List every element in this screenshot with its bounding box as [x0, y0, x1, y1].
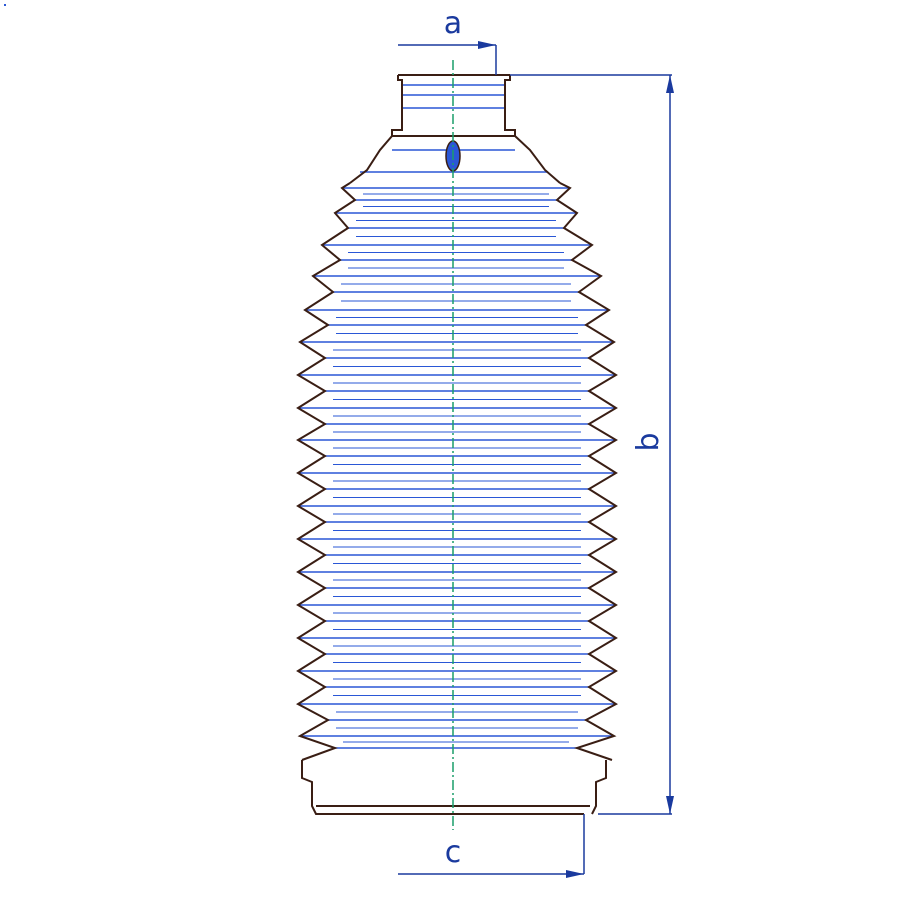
- bellows-body: [296, 74, 618, 815]
- bottom-cuff: [301, 760, 607, 815]
- dimension-a-label: a: [444, 6, 462, 41]
- dimension-c-label: c: [445, 835, 462, 870]
- right-profile: [555, 182, 618, 761]
- dimension-b-label: b: [631, 432, 666, 451]
- dimension-a: [398, 41, 497, 75]
- dimension-c: [398, 814, 585, 878]
- rib-lines: [298, 84, 616, 749]
- top-neck: [349, 74, 561, 184]
- dimension-b: [510, 74, 674, 815]
- left-profile: [296, 182, 357, 761]
- corner-mark: [4, 4, 6, 6]
